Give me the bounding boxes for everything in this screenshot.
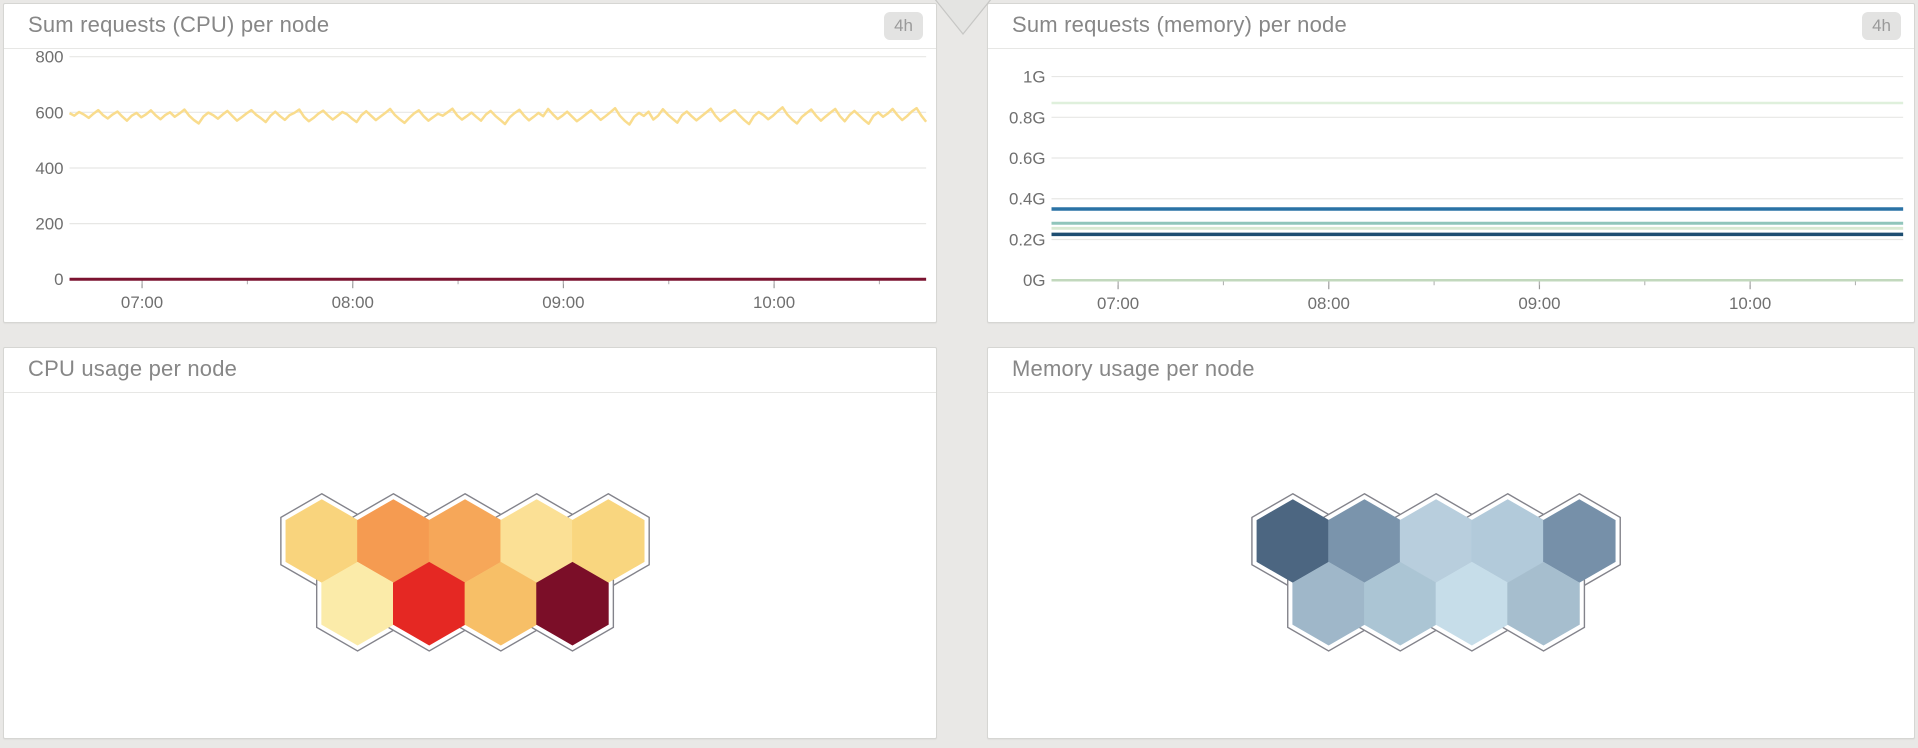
- panel-cpu-requests: 800 600 400 200 0 07:00 08:00 09:00 10:00 Sum re…: [3, 3, 937, 323]
- x-axis-tick-label: 08:00: [332, 293, 374, 312]
- x-axis-tick-label: 07:00: [1097, 294, 1139, 313]
- panel-memory-requests: 1G 0.8G 0.6G 0.4G 0.2G 0G 07:00 08:00 09:00 10:00…: [987, 3, 1915, 323]
- node-hex-cell[interactable]: [1328, 499, 1401, 583]
- row-collapse-control[interactable]: [928, 0, 998, 40]
- node-hex-cell[interactable]: [1292, 561, 1365, 646]
- node-hex-cell[interactable]: [500, 499, 573, 583]
- node-hex-cell[interactable]: [392, 561, 466, 646]
- node-hex-cell[interactable]: [464, 561, 538, 646]
- x-axis-tick-label: 07:00: [121, 293, 163, 312]
- panel-header: Sum requests (CPU) per node 4h: [4, 4, 936, 49]
- memory-requests-chart[interactable]: 1G 0.8G 0.6G 0.4G 0.2G 0G 07:00 08:00 09:00 10:00: [988, 4, 1914, 322]
- node-hex-cell[interactable]: [1399, 499, 1473, 583]
- y-axis-tick-label: 200: [35, 215, 63, 234]
- node-hex-cell[interactable]: [1256, 499, 1330, 583]
- panel-cpu-usage: CPU usage per node: [3, 347, 937, 739]
- panel-memory-usage: Memory usage per node: [987, 347, 1915, 739]
- node-hex-cell[interactable]: [1543, 499, 1616, 583]
- node-hex-cell[interactable]: [536, 561, 609, 646]
- x-axis-tick-label: 08:00: [1308, 294, 1350, 313]
- memory-usage-hexmap[interactable]: [988, 348, 1914, 738]
- y-axis-tick-label: 400: [35, 159, 63, 178]
- panel-header: CPU usage per node: [4, 348, 936, 393]
- y-axis-tick-label: 0G: [1023, 271, 1046, 290]
- y-axis-tick-label: 0.6G: [1009, 149, 1046, 168]
- x-axis-tick-label: 09:00: [1518, 294, 1560, 313]
- node-hex-cell[interactable]: [321, 561, 394, 646]
- cpu-requests-chart[interactable]: 800 600 400 200 0 07:00 08:00 09:00 10:00: [4, 4, 936, 322]
- y-axis-tick-label: 1G: [1023, 68, 1046, 87]
- cpu-usage-hexmap[interactable]: [4, 348, 936, 738]
- y-axis-tick-label: 600: [35, 103, 63, 122]
- node-hex-cell[interactable]: [357, 499, 430, 583]
- node-hex-cell[interactable]: [428, 499, 502, 583]
- y-axis-tick-label: 0.2G: [1009, 230, 1046, 249]
- y-axis-tick-label: 0: [54, 270, 63, 289]
- panel-header: Memory usage per node: [988, 348, 1914, 393]
- x-axis-tick-label: 10:00: [753, 293, 795, 312]
- panel-title: CPU usage per node: [28, 356, 238, 381]
- panel-title: Memory usage per node: [1012, 356, 1255, 381]
- series-line: [68, 106, 928, 126]
- node-hex-cell[interactable]: [1364, 561, 1437, 646]
- x-axis-tick-label: 09:00: [542, 293, 584, 312]
- node-hex-cell[interactable]: [285, 499, 358, 583]
- panel-title: Sum requests (memory) per node: [1012, 12, 1347, 37]
- x-axis-tick-label: 10:00: [1729, 294, 1771, 313]
- y-axis-tick-label: 0.8G: [1009, 108, 1046, 127]
- time-range-badge[interactable]: 4h: [1862, 12, 1901, 40]
- time-range-badge[interactable]: 4h: [884, 12, 923, 40]
- panel-title: Sum requests (CPU) per node: [28, 12, 330, 37]
- panel-header: Sum requests (memory) per node 4h: [988, 4, 1914, 49]
- node-hex-cell[interactable]: [1507, 561, 1580, 646]
- chevron-down-icon: [934, 0, 992, 35]
- y-axis-tick-label: 0.4G: [1009, 190, 1046, 209]
- node-hex-cell[interactable]: [572, 499, 645, 583]
- node-hex-cell[interactable]: [1435, 561, 1509, 646]
- y-axis-tick-label: 800: [35, 48, 63, 67]
- node-hex-cell[interactable]: [1471, 499, 1544, 583]
